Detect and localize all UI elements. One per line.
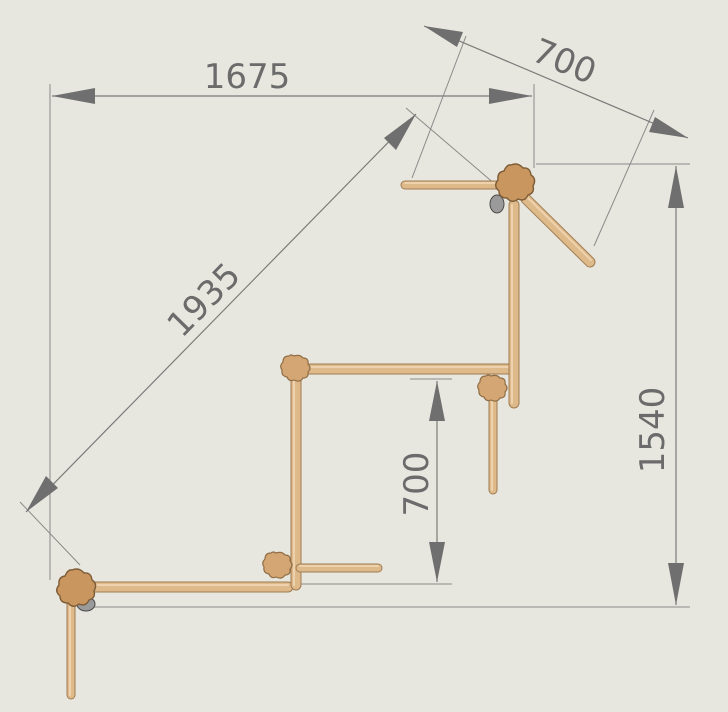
- flower-connector-icon: [477, 374, 508, 402]
- beam-structure: [66, 180, 596, 700]
- dimension-label-1540: 1540: [633, 387, 673, 474]
- dimension-700-angled: 700: [411, 25, 689, 247]
- beam-top-diagonal: [520, 193, 596, 268]
- arrow-left-icon: [424, 26, 463, 47]
- dimension-1675: 1675: [49, 57, 535, 580]
- beam-middle-horizontal: [302, 363, 514, 375]
- connector-top-right: [489, 163, 536, 214]
- arrow-up-right-icon: [384, 114, 416, 150]
- dimension-label-1935: 1935: [160, 255, 249, 345]
- connector-middle-right: [477, 374, 508, 402]
- connector-middle-left: [280, 354, 311, 382]
- beam-left-vertical: [290, 368, 302, 591]
- arrow-down-icon: [668, 563, 684, 605]
- arrow-down-icon: [429, 542, 445, 582]
- beam-right-vertical: [508, 199, 520, 409]
- arrow-down-left-icon: [26, 476, 58, 512]
- dimension-label-1675: 1675: [204, 57, 291, 97]
- connectors: [56, 163, 536, 612]
- flower-connector-icon: [280, 354, 311, 382]
- beam-lower-short-horizontal: [295, 563, 383, 573]
- dimension-label-700-vertical: 700: [397, 452, 437, 517]
- flower-connector-icon: [495, 163, 536, 202]
- flower-connector-icon: [56, 568, 97, 607]
- beam-top-horizontal: [400, 180, 505, 190]
- arrow-right-icon: [489, 88, 532, 104]
- arrow-up-icon: [429, 381, 445, 421]
- connector-bottom-left: [56, 568, 97, 612]
- beam-bottom-left-vertical: [66, 595, 76, 700]
- arrow-right-icon: [649, 117, 688, 138]
- arrow-left-icon: [52, 88, 95, 104]
- arrow-up-icon: [668, 166, 684, 208]
- dimension-label-700-angled: 700: [527, 31, 602, 93]
- flower-connector-icon: [262, 551, 293, 579]
- connector-lower-corner: [262, 551, 293, 579]
- beam-bottom-horizontal: [82, 581, 294, 593]
- hinge-icon: [489, 194, 505, 214]
- dimension-700-vertical: 700: [300, 378, 452, 585]
- beam-hanging-vertical: [488, 393, 498, 495]
- dimension-1540: 1540: [80, 163, 690, 608]
